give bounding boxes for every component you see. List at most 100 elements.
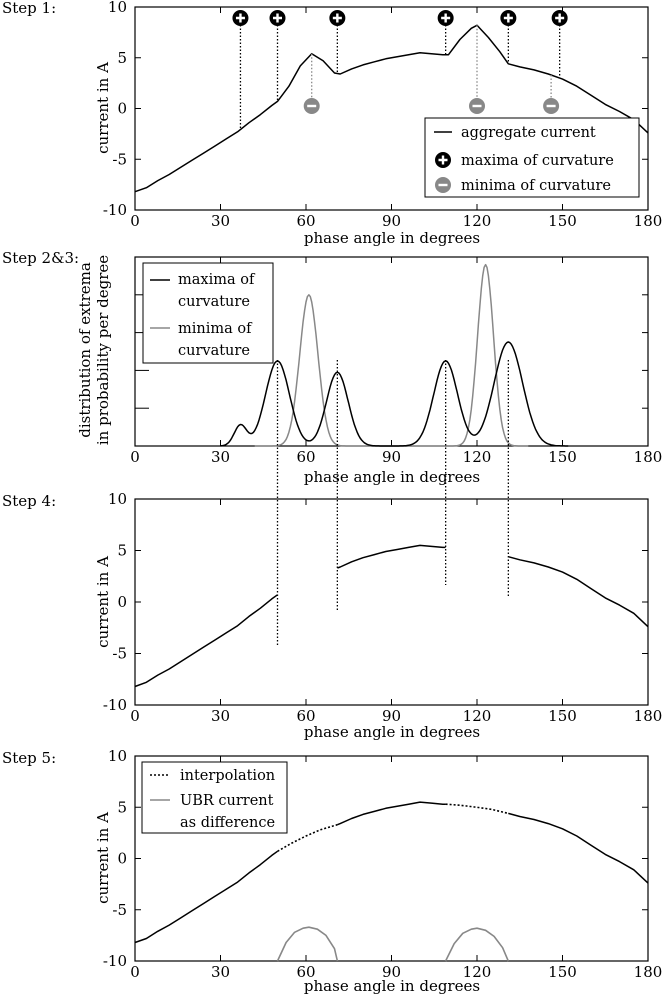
maxima-marker bbox=[329, 10, 346, 26]
series-line-maxima-of-curvature bbox=[220, 341, 569, 447]
y-axis-label-line-1: distribution of extrema bbox=[76, 262, 94, 438]
x-axis-label: phase angle in degrees bbox=[304, 723, 480, 741]
y-tick-label: 0 bbox=[117, 850, 127, 868]
plus-icon bbox=[555, 13, 565, 23]
series-line-ubr-current bbox=[444, 927, 510, 962]
x-tick-label: 180 bbox=[634, 707, 663, 725]
series-line-measured bbox=[337, 801, 446, 826]
x-tick-label: 90 bbox=[382, 448, 401, 466]
legend-label: minima of curvature bbox=[461, 178, 611, 194]
y-axis-label: current in A bbox=[94, 812, 112, 904]
series-line-aggregate-current bbox=[134, 24, 649, 193]
plus-icon bbox=[441, 13, 451, 23]
panel-step-1: Step 1: current in A phase angle in degr… bbox=[2, 0, 662, 247]
y-tick-label: 5 bbox=[117, 49, 127, 67]
x-tick-label: 120 bbox=[463, 448, 492, 466]
x-tick-label: 60 bbox=[296, 212, 315, 230]
series-line-interpolation bbox=[445, 803, 509, 815]
y-tick-label: 0 bbox=[117, 100, 127, 118]
maxima-marker bbox=[551, 10, 568, 26]
series-line-segment bbox=[508, 555, 649, 628]
series-line-segment bbox=[337, 544, 446, 569]
legend-label: UBR current bbox=[180, 793, 274, 809]
connector-lines bbox=[276, 360, 510, 645]
maxima-marker bbox=[232, 10, 249, 26]
y-axis-label: current in A bbox=[94, 62, 112, 154]
plus-icon bbox=[332, 13, 342, 23]
legend-box bbox=[141, 761, 288, 834]
maxima-marker bbox=[500, 10, 517, 26]
x-tick-label: 150 bbox=[548, 448, 577, 466]
legend-swatch-maxima bbox=[435, 152, 451, 168]
x-tick-label: 120 bbox=[463, 212, 492, 230]
y-tick-label: 5 bbox=[117, 542, 127, 560]
maxima-marker bbox=[269, 10, 286, 26]
x-axis-label: phase angle in degrees bbox=[304, 229, 480, 247]
y-tick-label: -5 bbox=[112, 150, 127, 168]
x-tick-label: 150 bbox=[548, 212, 577, 230]
y-tick-label: 0 bbox=[117, 593, 127, 611]
x-tick-label: 60 bbox=[296, 707, 315, 725]
panel-step-5: Step 5: current in A phase angle in degr… bbox=[2, 747, 662, 995]
legend: aggregate current maxima of curvature mi… bbox=[424, 117, 640, 198]
x-tick-label: 0 bbox=[130, 963, 140, 981]
legend-label: interpolation bbox=[180, 768, 275, 784]
x-tick-label: 60 bbox=[296, 963, 315, 981]
legend: maxima of curvature minima of curvature bbox=[142, 262, 274, 364]
legend-label: maxima of bbox=[178, 272, 256, 288]
legend-box bbox=[424, 117, 640, 198]
legend-label: curvature bbox=[178, 294, 250, 310]
x-axis-label: phase angle in degrees bbox=[304, 977, 480, 995]
y-tick-label: -5 bbox=[112, 645, 127, 663]
legend-label: maxima of curvature bbox=[461, 153, 614, 169]
x-tick-label: 150 bbox=[548, 707, 577, 725]
plus-icon bbox=[273, 13, 282, 23]
x-tick-label: 30 bbox=[211, 963, 230, 981]
legend-label: as difference bbox=[180, 815, 275, 831]
y-tick-label: -5 bbox=[112, 901, 127, 919]
x-tick-label: 0 bbox=[130, 212, 140, 230]
minima-marker bbox=[543, 98, 560, 114]
series-line-segment bbox=[134, 594, 278, 688]
y-tick-label: 10 bbox=[108, 0, 127, 16]
x-tick-label: 180 bbox=[634, 963, 663, 981]
x-tick-label: 60 bbox=[296, 448, 315, 466]
series-line-measured bbox=[134, 850, 278, 944]
x-tick-label: 180 bbox=[634, 212, 663, 230]
step-label: Step 5: bbox=[2, 749, 56, 767]
y-axis-label: current in A bbox=[94, 556, 112, 648]
x-tick-label: 30 bbox=[211, 212, 230, 230]
legend-label: aggregate current bbox=[461, 125, 596, 141]
x-tick-label: 30 bbox=[211, 448, 230, 466]
legend: interpolation UBR current as difference bbox=[141, 761, 288, 834]
y-tick-label: 10 bbox=[108, 490, 127, 508]
panel-step-2-3: Step 2&3: distribution of extrema in pro… bbox=[2, 249, 662, 486]
legend-label: curvature bbox=[178, 343, 250, 359]
y-tick-label: 5 bbox=[117, 798, 127, 816]
x-tick-label: 0 bbox=[130, 448, 140, 466]
minima-marker bbox=[469, 98, 485, 114]
legend-swatch-minima bbox=[435, 177, 451, 193]
x-tick-label: 90 bbox=[382, 212, 401, 230]
y-tick-label: -10 bbox=[103, 696, 127, 714]
x-tick-label: 120 bbox=[463, 707, 492, 725]
plus-icon bbox=[503, 13, 513, 23]
series-line-interpolation bbox=[277, 823, 338, 852]
panel-step-4: Step 4: current in A phase angle in degr… bbox=[2, 490, 662, 741]
series-line-ubr-current bbox=[276, 926, 339, 962]
maxima-marker bbox=[437, 10, 454, 26]
x-tick-label: 0 bbox=[130, 707, 140, 725]
step-label: Step 2&3: bbox=[2, 249, 79, 267]
plot-frame bbox=[134, 498, 649, 706]
series-line-measured bbox=[508, 812, 649, 884]
x-tick-label: 90 bbox=[382, 963, 401, 981]
step-label: Step 1: bbox=[2, 0, 56, 17]
step-label: Step 4: bbox=[2, 492, 56, 510]
x-axis-label: phase angle in degrees bbox=[304, 468, 480, 486]
minima-marker bbox=[303, 98, 320, 114]
